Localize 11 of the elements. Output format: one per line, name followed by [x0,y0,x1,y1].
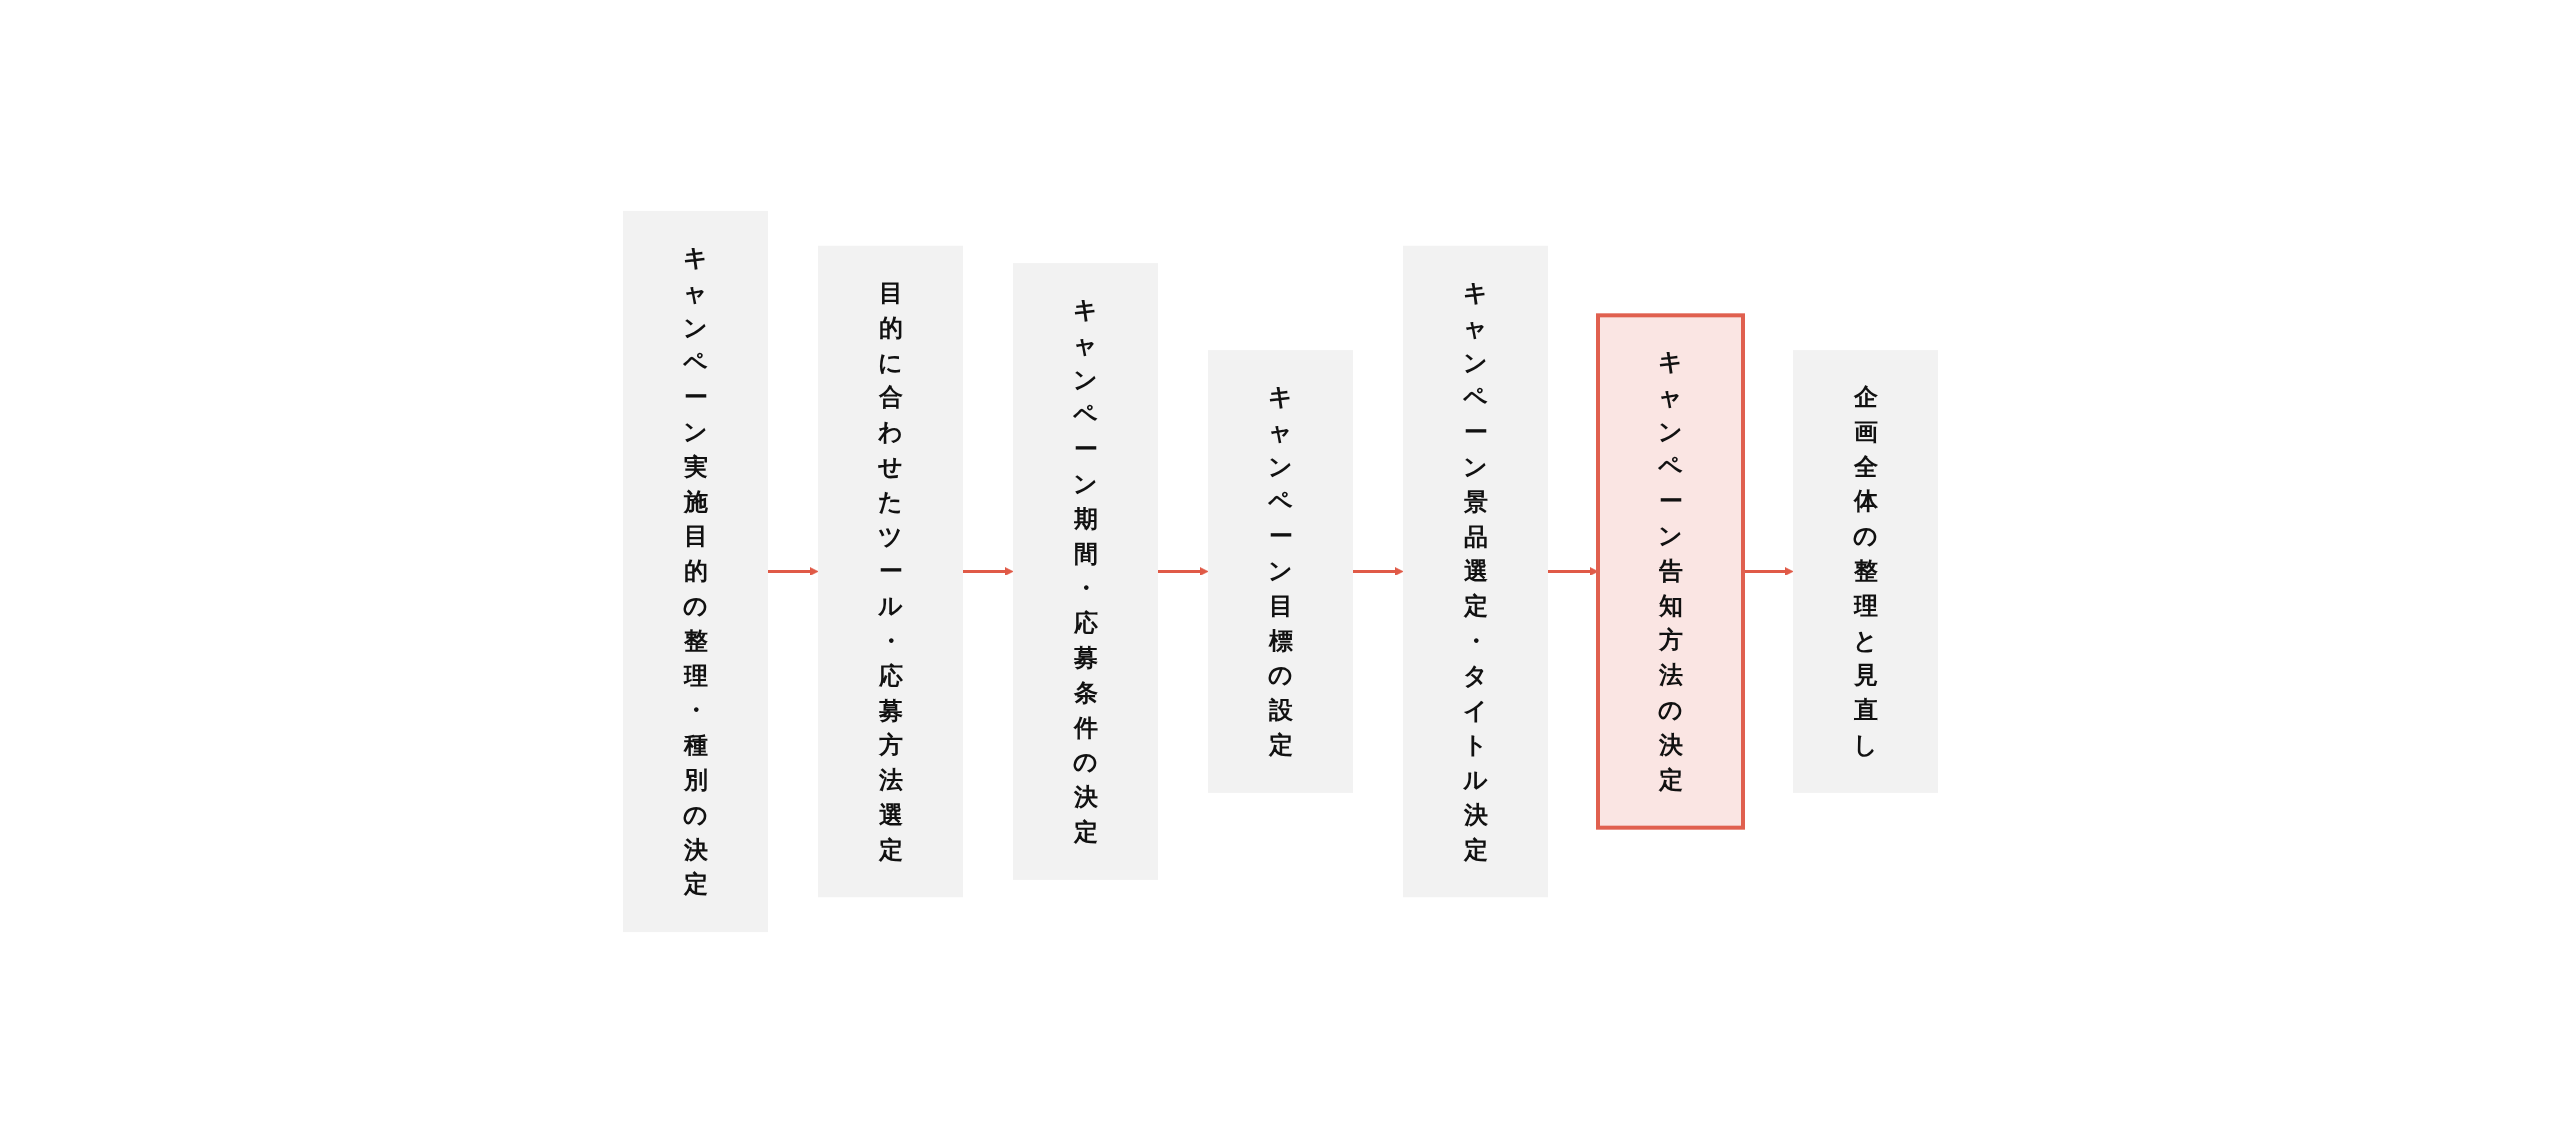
arrow [1157,567,1208,576]
node-box: 企画全体の整理と見直し [1792,350,1938,793]
node-box: キャンペーン景品選定・タイトル決定 [1402,245,1548,898]
node-box: キャンペーン実施目的の整理・種別の決定 [622,210,768,933]
arrow [1352,567,1403,576]
arrow [962,567,1013,576]
node-box: キャンペーン目標の設定 [1207,350,1353,793]
node-box: 目的に合わせたツール・応募方法選定 [817,245,963,898]
arrow [767,567,818,576]
node-box: キャンペーン期間・応募条件の決定 [1012,263,1158,880]
node-box: キャンペーン告知方法の決定 [1595,313,1745,830]
